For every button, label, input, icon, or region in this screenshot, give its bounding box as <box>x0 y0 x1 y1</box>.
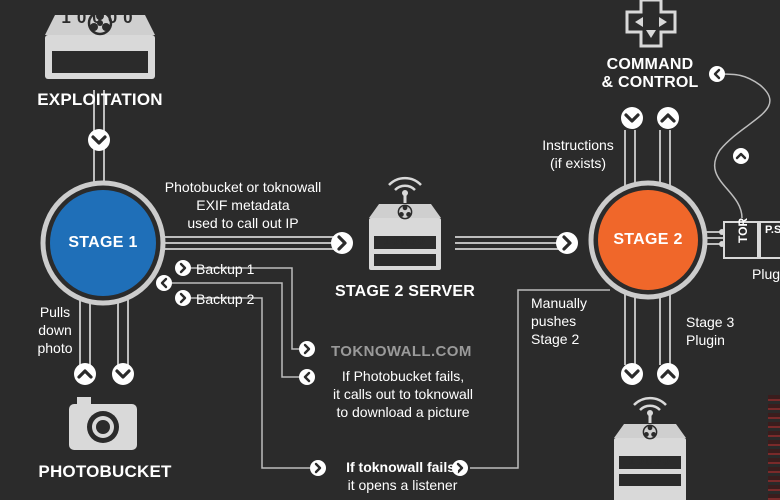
camera-icon <box>69 397 137 450</box>
chevron-icon <box>619 105 645 131</box>
chevron-icon <box>110 361 136 387</box>
callout-line: Photobucket or toknowall <box>164 179 322 195</box>
note-line: down <box>38 322 72 338</box>
chevron-icon <box>72 361 98 387</box>
manually-pushes-note: Manually pushes Stage 2 <box>531 294 601 348</box>
photobucket-fails-note: If Photobucket fails, it calls out to to… <box>318 367 488 421</box>
note-line: pushes <box>531 313 577 329</box>
chevron-icon <box>655 361 681 387</box>
chevron-icon <box>173 258 193 278</box>
command-control-label: COMMAND & CONTROL <box>590 56 710 92</box>
bottom-server-icon <box>614 396 686 500</box>
chevron-icon <box>329 230 355 256</box>
plugin-ps-label: P.S. <box>765 224 780 236</box>
chevron-icon <box>154 273 174 293</box>
chevron-icon <box>731 146 751 166</box>
photobucket-label: PHOTOBUCKET <box>38 462 172 481</box>
chevron-icon <box>86 127 112 153</box>
stage2-server-code: 10000 <box>383 234 427 248</box>
note-line: it calls out to toknowall <box>332 386 474 402</box>
chevron-icon <box>619 361 645 387</box>
biohazard-icon <box>87 10 113 36</box>
antenna-icon <box>633 396 667 423</box>
exploitation-label: EXPLOITATION <box>37 90 163 109</box>
note-line: If Photobucket fails, <box>341 368 465 384</box>
note-line: Stage 3 <box>686 314 735 330</box>
plugin-tor-label: TOR <box>736 217 750 243</box>
note-line: (if exists) <box>550 155 606 171</box>
command-control-line1: COMMAND <box>606 56 694 73</box>
note-line: to download a picture <box>336 404 470 420</box>
chevron-icon <box>308 458 328 478</box>
biohazard-icon <box>642 424 658 440</box>
plugin-box <box>719 221 780 259</box>
chevron-icon <box>655 105 681 131</box>
stage1-label: STAGE 1 <box>68 234 138 251</box>
note-line: If toknowall fails, <box>346 459 459 475</box>
stage2-server-icon <box>369 176 441 270</box>
exploitation-server-icon <box>45 10 155 79</box>
backup1-label: Backup 1 <box>196 261 255 277</box>
note-line: Stage 2 <box>531 331 580 347</box>
chevron-icon <box>707 64 727 84</box>
connection-lines <box>79 73 771 469</box>
chevron-icon <box>297 339 317 359</box>
stage2-label: STAGE 2 <box>613 231 683 248</box>
edge-strip <box>768 395 780 500</box>
chevron-icon <box>554 230 580 256</box>
stage2-server-label: STAGE 2 SERVER <box>334 283 476 300</box>
plugin-label: Plug <box>752 266 780 282</box>
note-line: Pulls <box>39 304 71 320</box>
note-line: Manually <box>531 295 588 311</box>
stage2-node <box>588 180 708 300</box>
backup2-label: Backup 2 <box>196 291 255 307</box>
exploitation-server-code: 10000 <box>61 8 139 27</box>
dpad-icon <box>625 0 677 48</box>
stage1-node <box>40 180 166 306</box>
antenna-icon <box>388 176 422 203</box>
chevron-icon <box>297 367 317 387</box>
note-line: photo <box>37 340 73 356</box>
stage3-plugin-note: Stage 3 Plugin <box>686 313 756 349</box>
toknowall-label: TOKNOWALL.COM <box>331 343 472 360</box>
stage1-callout: Photobucket or toknowall EXIF metadata u… <box>148 178 338 232</box>
callout-line: EXIF metadata <box>196 197 290 213</box>
callout-line: used to call out IP <box>187 215 299 231</box>
pulls-down-photo: Pulls down photo <box>28 303 82 357</box>
instructions-note: Instructions (if exists) <box>532 136 624 172</box>
chevron-icon <box>173 288 193 308</box>
command-control-line2: & CONTROL <box>601 74 699 91</box>
note-line: Instructions <box>542 137 614 153</box>
bottom-server-code: 10000 <box>628 454 672 468</box>
note-line: it opens a listener <box>347 477 458 493</box>
note-line: Plugin <box>686 332 725 348</box>
biohazard-icon <box>397 204 413 220</box>
toknowall-fails-note: If toknowall fails, it opens a listener <box>330 458 475 494</box>
